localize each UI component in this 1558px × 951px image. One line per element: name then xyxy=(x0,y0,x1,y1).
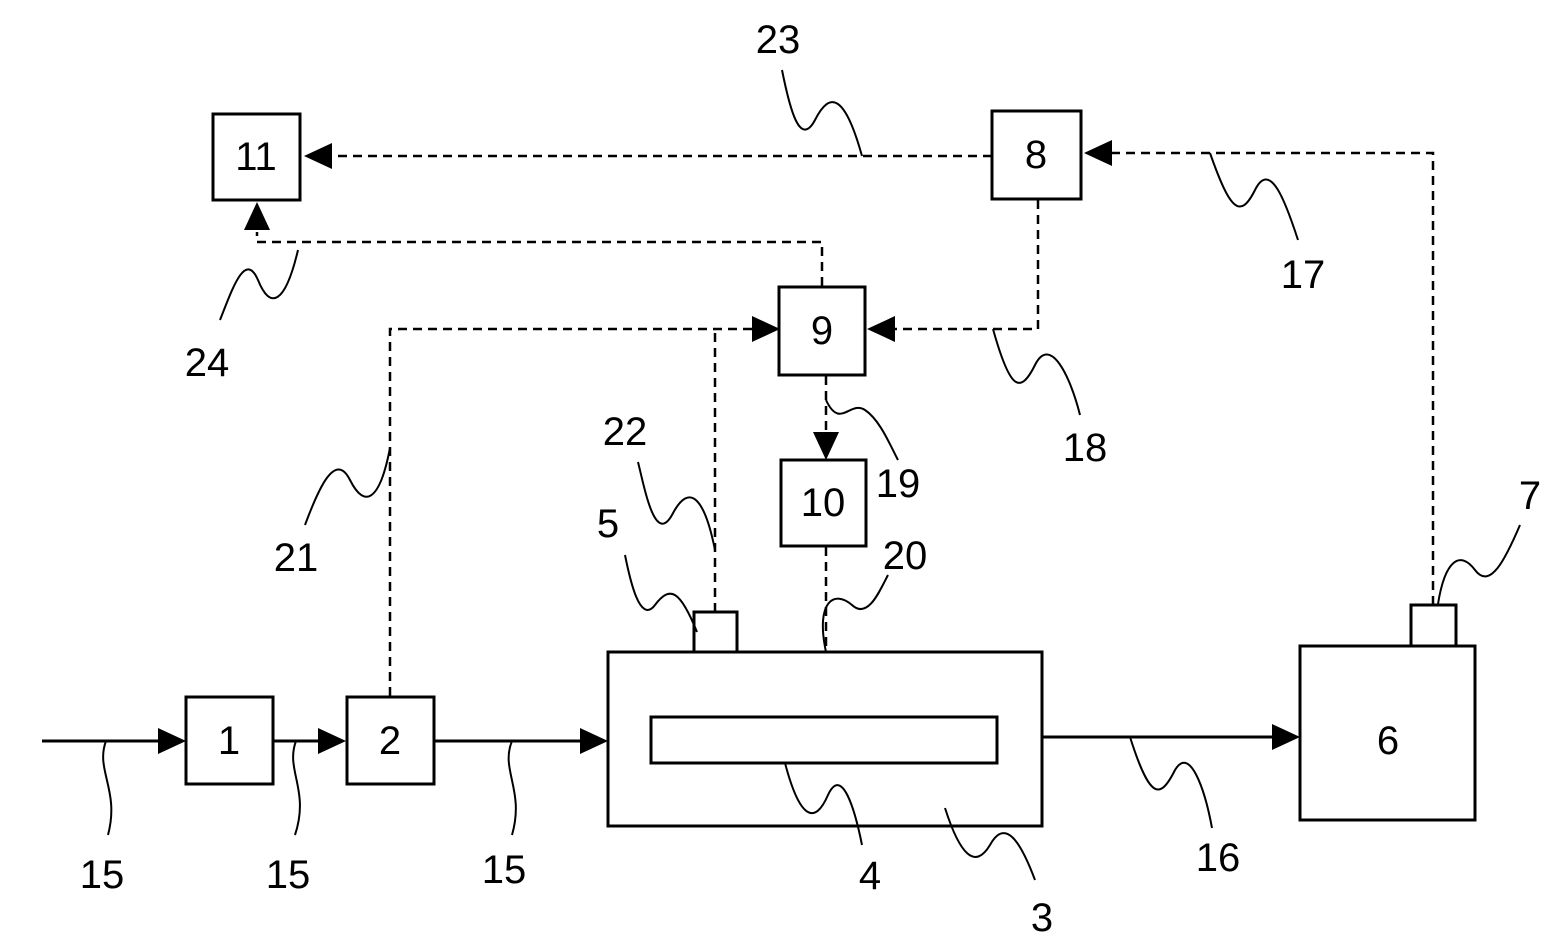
ref-7: 7 xyxy=(1519,474,1541,518)
ref-21: 21 xyxy=(274,536,319,580)
box-10-label: 10 xyxy=(801,481,846,525)
ref-15-second: 15 xyxy=(266,853,311,897)
box-6-label: 6 xyxy=(1377,719,1399,763)
box-1-label: 1 xyxy=(218,719,240,763)
material-flow-lines xyxy=(42,724,1300,754)
leader-17 xyxy=(1209,152,1299,241)
signal-line-8-to-9 xyxy=(895,200,1040,331)
box-10: 10 xyxy=(779,458,868,548)
box-2-label: 2 xyxy=(379,719,401,763)
leader-5 xyxy=(624,554,698,633)
sensor-7 xyxy=(1409,603,1458,648)
leader-22 xyxy=(637,461,716,551)
leader-4 xyxy=(784,762,863,846)
signal-line-7-to-8 xyxy=(1112,151,1435,605)
signal-line-9-to-11 xyxy=(255,232,824,286)
box-11-label: 11 xyxy=(235,135,277,179)
leader-7 xyxy=(1437,524,1521,605)
arrowhead-to-box-11-bottom xyxy=(244,202,270,230)
leader-16 xyxy=(1129,736,1213,829)
arrowhead-to-box-3 xyxy=(580,728,608,754)
ref-23: 23 xyxy=(756,18,801,62)
ref-4: 4 xyxy=(859,854,881,898)
element-4-bar xyxy=(649,715,999,765)
arrowhead-to-box-6 xyxy=(1272,724,1300,750)
box-9: 9 xyxy=(777,285,867,377)
ref-5: 5 xyxy=(597,502,619,546)
box-2: 2 xyxy=(345,695,436,786)
arrowhead-to-box-2 xyxy=(318,728,346,754)
box-3 xyxy=(606,650,1044,828)
leader-24 xyxy=(219,249,299,321)
leader-15a xyxy=(102,740,113,836)
arrowhead-to-box-1 xyxy=(158,728,186,754)
reference-numerals: 15 15 15 16 17 18 19 20 21 22 23 24 4 3 … xyxy=(80,18,1541,940)
signal-line-2-to-9 xyxy=(388,327,752,696)
ref-24: 24 xyxy=(185,341,230,385)
ref-17: 17 xyxy=(1281,253,1326,297)
leader-23 xyxy=(781,69,863,157)
leader-21 xyxy=(304,447,391,526)
arrowhead-to-box-9-right xyxy=(867,316,895,342)
ref-16: 16 xyxy=(1196,836,1241,880)
leader-15c xyxy=(507,740,517,836)
arrowhead-to-box-8 xyxy=(1084,140,1112,166)
arrowhead-to-box-10 xyxy=(813,432,839,460)
leader-19 xyxy=(825,399,899,461)
arrowhead-to-box-9-left xyxy=(752,316,780,342)
leader-15b xyxy=(292,740,301,836)
ref-3: 3 xyxy=(1031,896,1053,940)
box-6: 6 xyxy=(1298,644,1477,822)
box-8: 8 xyxy=(990,109,1083,201)
sensor-5 xyxy=(692,610,739,654)
leader-18 xyxy=(992,328,1081,416)
ref-15-first: 15 xyxy=(80,853,125,897)
ref-15-third: 15 xyxy=(482,848,527,892)
box-1: 1 xyxy=(184,695,275,786)
arrowhead-to-box-11-right xyxy=(304,143,332,169)
box-9-label: 9 xyxy=(811,309,833,353)
leader-20 xyxy=(821,574,889,653)
ref-22: 22 xyxy=(603,410,648,454)
leader-lines xyxy=(102,69,1521,881)
leader-3 xyxy=(944,807,1036,881)
box-8-label: 8 xyxy=(1025,133,1047,177)
ref-19: 19 xyxy=(876,462,921,506)
ref-20: 20 xyxy=(883,534,928,578)
box-11: 11 xyxy=(211,112,302,202)
signal-lines xyxy=(244,140,1435,718)
ref-18: 18 xyxy=(1063,426,1108,470)
